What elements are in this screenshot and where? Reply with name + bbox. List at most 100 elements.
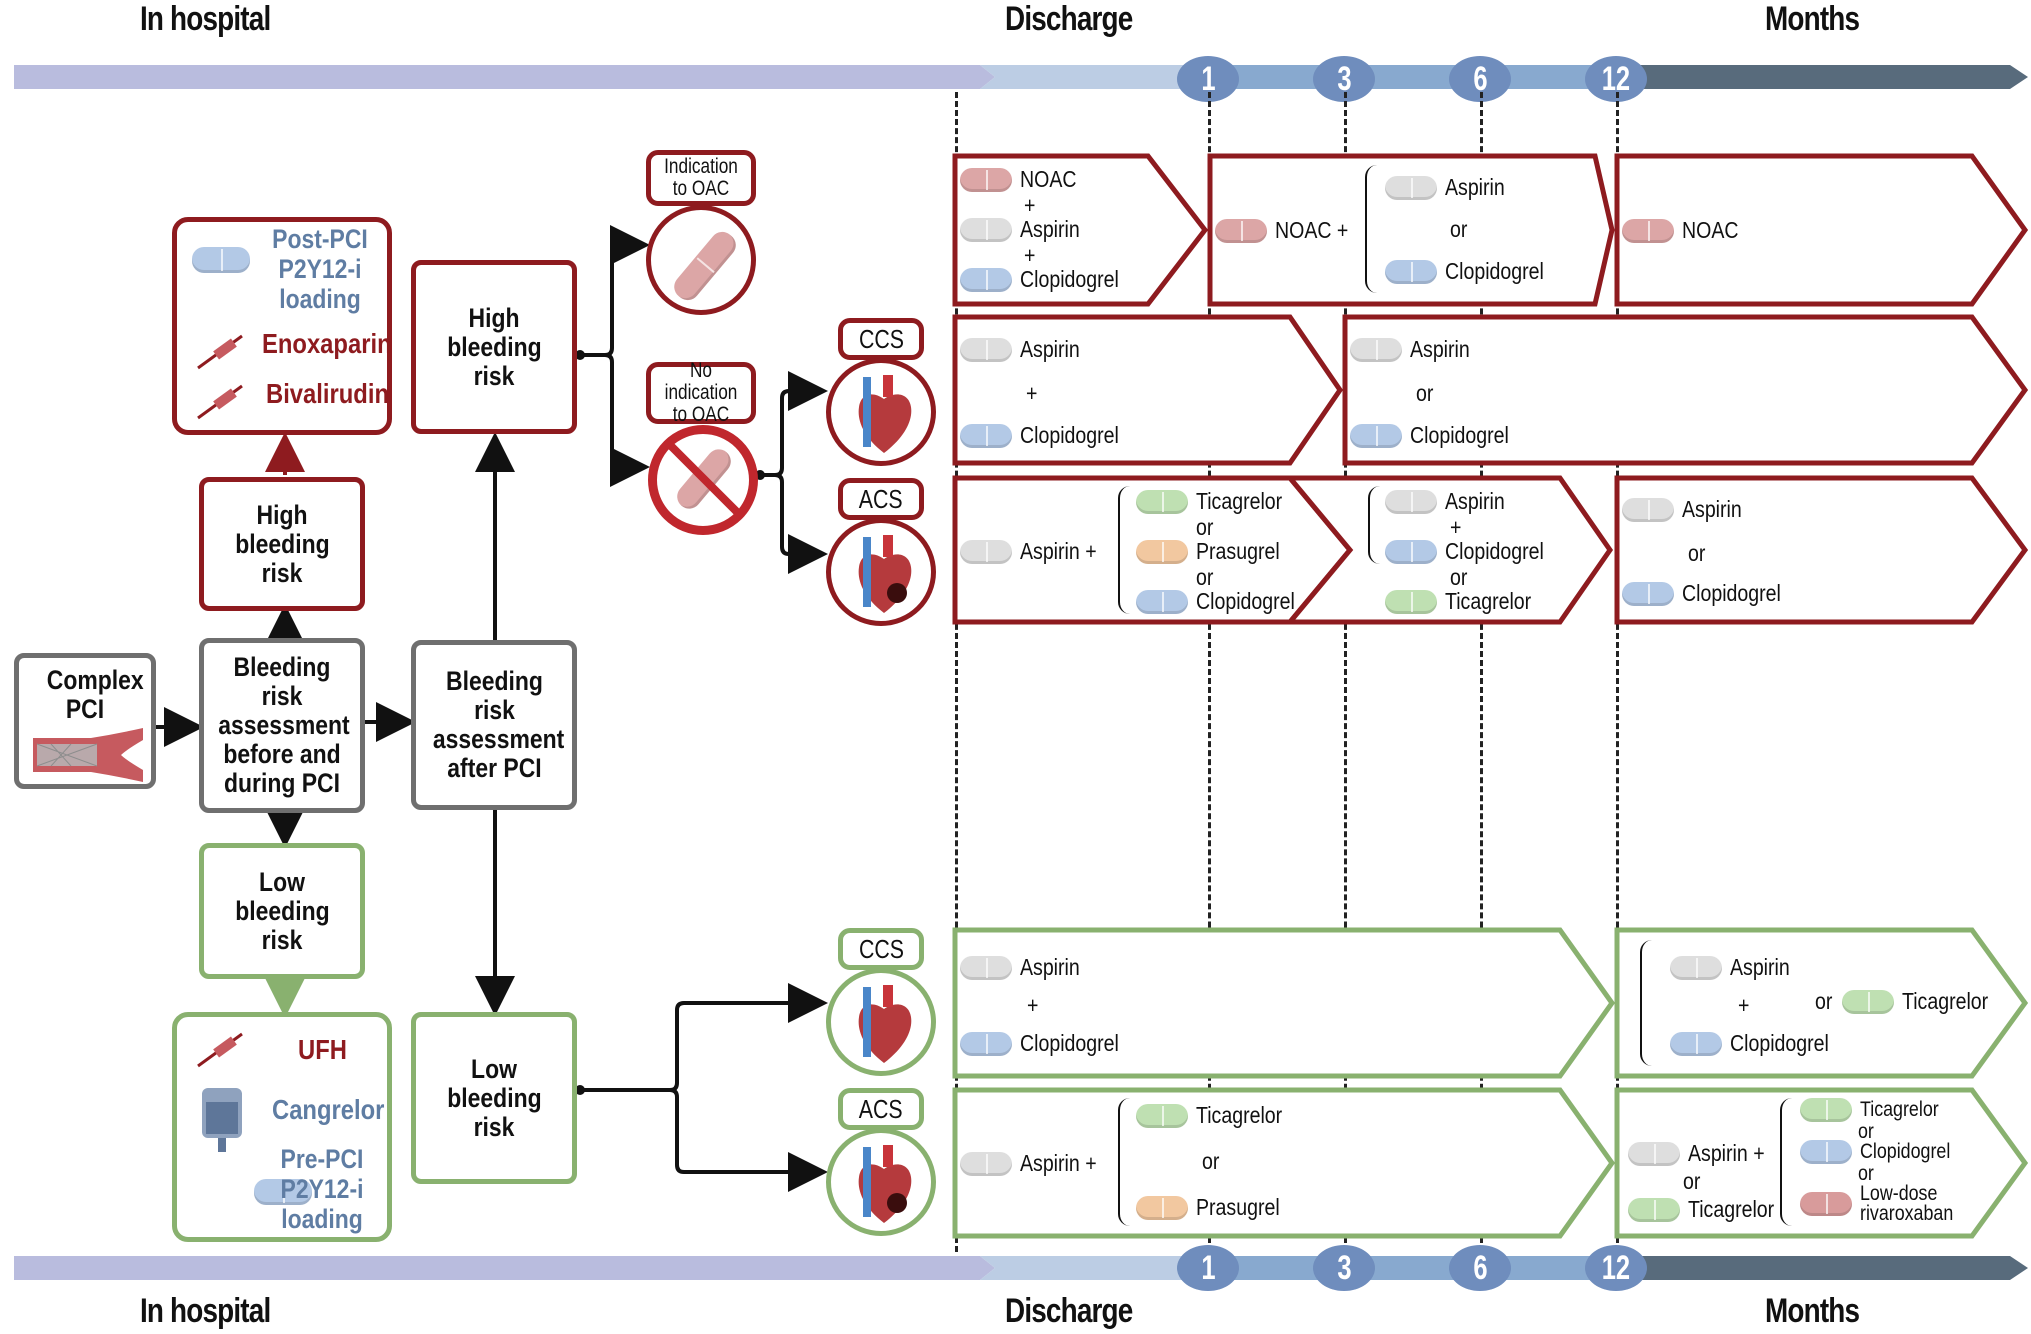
or-separator: or [1416, 380, 1434, 406]
high-bleeding-risk-label-left: High bleeding risk [235, 499, 330, 588]
heart-icon [858, 985, 912, 1063]
no-indication-oac-tag: No indication to OAC [646, 360, 756, 426]
acs-heart-circle-low [826, 1128, 936, 1236]
plus-sign: + [1024, 242, 1036, 268]
drug-noac: NOAC [1622, 217, 1748, 244]
drug-clopidogrel: Clopidogrel [1350, 422, 1526, 449]
high-bleeding-risk-label-right: High bleeding risk [447, 302, 542, 391]
indication-oac-tag: Indication to OAC [646, 150, 756, 206]
chevron-hbr-ccs-seg1 [952, 314, 1344, 466]
or-separator: or [1450, 216, 1468, 242]
pill-icon [192, 247, 250, 273]
high-bleeding-risk-box-left: High bleeding risk [199, 477, 365, 611]
or-separator: or [1450, 564, 1468, 590]
brace [1780, 1098, 1792, 1226]
or-separator: or [1196, 564, 1214, 590]
timeline-label-in-hospital: In hospital [140, 0, 271, 38]
pill-icon [254, 1179, 313, 1205]
acs-heart-circle-high [826, 518, 936, 626]
plus-sign: + [1026, 380, 1038, 406]
pre-pci-loading-label: Pre-PCI P2Y12-i loading [280, 1144, 364, 1234]
drug-aspirin: Aspirin [960, 216, 1090, 243]
low-bleeding-risk-box-right: Low bleeding risk [411, 1012, 577, 1184]
drug-noac: NOAC + [1215, 217, 1361, 244]
drug-prasugrel: Prasugrel [1136, 538, 1294, 565]
brace [1118, 486, 1130, 614]
brace [1368, 486, 1380, 564]
plus-sign: + [1027, 992, 1039, 1018]
ccs-tag-low: CCS [838, 928, 924, 970]
timeline-label-discharge-bottom: Discharge [1005, 1292, 1133, 1330]
or-separator: or [1815, 988, 1833, 1014]
drug-aspirin: Aspirin + [960, 538, 1110, 565]
timeline-label-discharge: Discharge [1005, 0, 1133, 38]
milestone-1-month-bottom: 1 [1177, 1245, 1239, 1291]
or-separator: or [1858, 1162, 1874, 1185]
high-bleeding-risk-box-right: High bleeding risk [411, 260, 577, 434]
assessment-before-during-box: Bleeding risk assessment before and duri… [199, 638, 365, 813]
heart-icon [858, 375, 912, 453]
iv-bag-icon [202, 1088, 242, 1152]
milestone-12-months-bottom: 12 [1585, 1245, 1647, 1291]
brace [1118, 1098, 1130, 1226]
drug-aspirin: Aspirin [1385, 488, 1515, 515]
or-separator: or [1858, 1120, 1874, 1143]
divider-month-1 [1208, 92, 1211, 1252]
drug-aspirin: Aspirin + [1628, 1140, 1778, 1167]
ccs-heart-circle-low [826, 968, 936, 1076]
drug-ticagrelor: Ticagrelor [1842, 988, 2003, 1015]
chevron-hbr-acs-seg3 [1614, 475, 2029, 625]
drug-ticagrelor: Ticagrelor [1800, 1098, 1953, 1122]
or-separator: or [1683, 1168, 1701, 1194]
enoxaparin-label: Enoxaparin [262, 328, 392, 359]
timeline-label-months-bottom: Months [1765, 1292, 1860, 1330]
milestone-6-months-bottom: 6 [1449, 1245, 1511, 1291]
oac-pill-circle [646, 205, 756, 315]
assessment-before-during-label: Bleeding risk assessment before and duri… [218, 652, 350, 798]
complex-pci-box: Complex PCI [14, 653, 156, 789]
drug-ticagrelor: Ticagrelor [1136, 1102, 1297, 1129]
drug-clopidogrel: Clopidogrel [960, 422, 1136, 449]
plus-sign: + [1450, 514, 1462, 540]
bivalirudin-label: Bivalirudin [266, 378, 389, 409]
syringe-icon [197, 1032, 243, 1068]
assessment-after-pci-label: Bleeding risk assessment after PCI [432, 666, 564, 783]
syringe-icon [197, 384, 243, 420]
drug-clopidogrel: Clopidogrel [1385, 258, 1561, 285]
divider-discharge [955, 92, 958, 1252]
acs-tag-low: ACS [838, 1088, 924, 1130]
cangrelor-label: Cangrelor [272, 1094, 385, 1125]
drug-aspirin: Aspirin [1385, 174, 1515, 201]
brace [1365, 165, 1377, 293]
timeline-bar-bottom [14, 1256, 2028, 1280]
no-oac-circle [648, 425, 758, 535]
assessment-after-pci-box: Bleeding risk assessment after PCI [411, 640, 577, 810]
drug-aspirin: Aspirin [1670, 954, 1800, 981]
milestone-3-months-bottom: 3 [1313, 1245, 1375, 1291]
or-separator: or [1202, 1148, 1220, 1174]
heart-icon [858, 1145, 912, 1223]
chevron-hbr-acs-seg2 [1284, 475, 1614, 625]
plus-sign: + [1024, 192, 1036, 218]
drug-clopidogrel: Clopidogrel [960, 266, 1136, 293]
drug-clopidogrel: Clopidogrel [1670, 1030, 1846, 1057]
drug-low-dose-rivaroxaban: Low-dose rivaroxaban [1800, 1183, 1960, 1224]
drug-noac: NOAC [960, 166, 1086, 193]
stented-artery-icon [33, 728, 143, 782]
divider-month-6 [1480, 92, 1483, 1252]
timeline-label-in-hospital-bottom: In hospital [140, 1292, 271, 1330]
drug-clopidogrel: Clopidogrel [1385, 538, 1561, 565]
drug-aspirin: Aspirin [960, 954, 1090, 981]
drug-clopidogrel: Clopidogrel [1136, 588, 1312, 615]
chevron-lbr-ccs-seg1 [952, 927, 1616, 1079]
ccs-heart-circle-high [826, 358, 936, 466]
chevron-hbr-ccs-seg2 [1342, 314, 2029, 466]
low-bleeding-risk-label-right: Low bleeding risk [447, 1053, 542, 1142]
chevron-hbr-oac-seg3 [1614, 153, 2029, 307]
drug-aspirin: Aspirin [960, 336, 1090, 363]
ccs-tag-high: CCS [838, 318, 924, 360]
timeline-label-months: Months [1765, 0, 1860, 38]
drug-aspirin: Aspirin [1622, 496, 1752, 523]
